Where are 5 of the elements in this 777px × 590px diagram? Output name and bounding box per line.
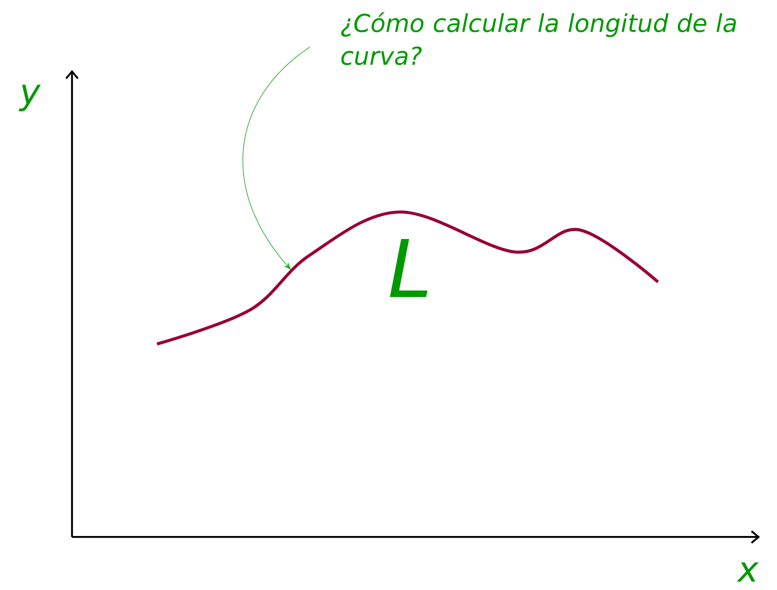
question-text: ¿Cómo calcular la longitud de la curva? [341,12,736,66]
axis-label: y [18,84,41,112]
curve-label: L [390,238,428,298]
axis-label: x [736,562,759,582]
curve [156,210,659,346]
